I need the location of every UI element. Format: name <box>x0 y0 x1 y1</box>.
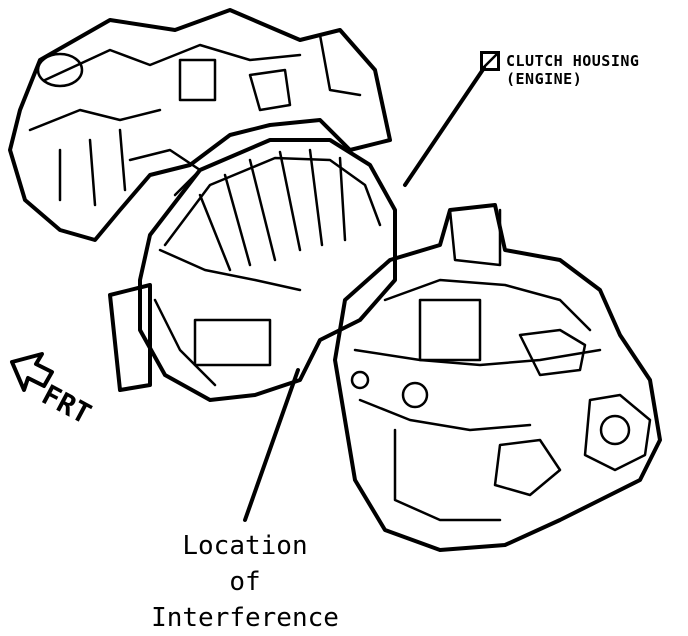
location-label-line2: of <box>229 567 261 597</box>
clutch-housing-label: CLUTCH HOUSING <box>506 52 640 70</box>
location-of-interference-callout: Location of Interference <box>150 528 340 636</box>
transmission <box>333 203 662 552</box>
front-arrow-icon <box>10 352 54 392</box>
engine-block <box>8 8 392 242</box>
clutch-housing-leader-line <box>403 66 486 187</box>
square-with-diagonal-icon <box>480 51 500 71</box>
square-with-diagonal-icon-stroke <box>481 52 499 70</box>
clutch-housing-callout: CLUTCH HOUSING (ENGINE) <box>506 52 639 88</box>
clutch-housing <box>108 138 397 402</box>
engine-sublabel: (ENGINE) <box>506 70 583 88</box>
location-label-line1: Location <box>182 531 308 561</box>
interference-leader-line <box>243 368 300 522</box>
location-label-line3: Interference <box>151 603 339 633</box>
